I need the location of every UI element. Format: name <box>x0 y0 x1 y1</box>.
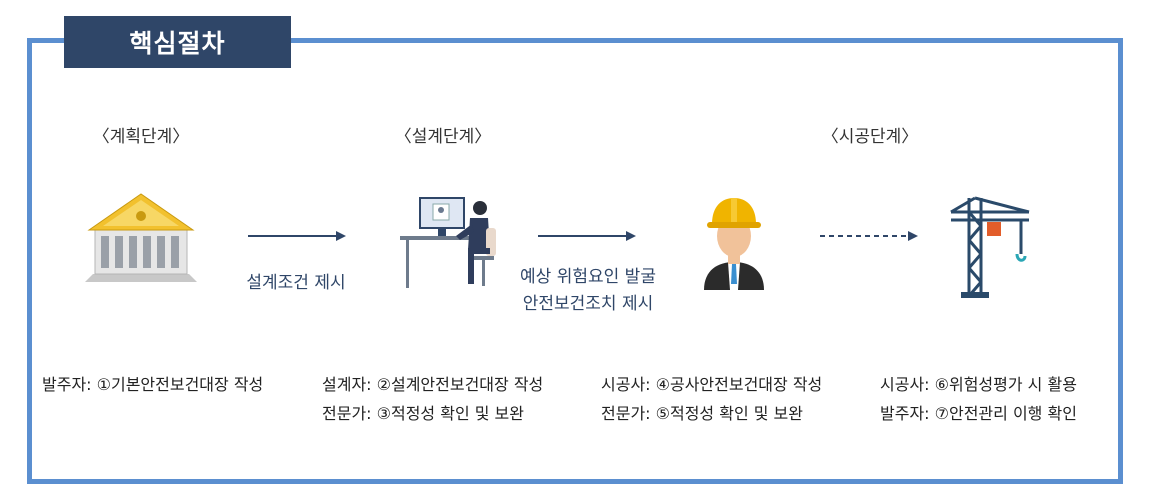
arrow-label-planning: 설계조건 제시 <box>246 270 345 297</box>
description-planning: 발주자: ①기본안전보건대장 작성 <box>42 370 263 399</box>
description-line: 시공사: ⑥위험성평가 시 활용 <box>880 375 1077 394</box>
tower-crane-icon <box>950 196 1030 298</box>
arrow-label-design: 예상 위험요인 발굴 안전보건조치 제시 <box>520 264 656 318</box>
government-building-icon <box>85 193 197 282</box>
arrow-label-line: 예상 위험요인 발굴 <box>520 267 656 287</box>
procedure-frame <box>27 38 1123 484</box>
description-line: 발주자: ⑦안전관리 이행 확인 <box>880 404 1077 423</box>
section-title-badge: 핵심절차 <box>64 16 291 68</box>
description-construction: 시공사: ④공사안전보건대장 작성 전문가: ⑤적정성 확인 및 보완 <box>601 370 822 428</box>
dashed-arrow-construction-to-crane <box>820 231 918 241</box>
stage-label-planning: 〈계획단계〉 <box>92 127 190 147</box>
arrow-planning-to-design <box>248 231 346 241</box>
description-line: 전문가: ③적정성 확인 및 보완 <box>322 404 524 423</box>
arrow-label-line: 안전보건조치 제시 <box>522 294 654 314</box>
description-line: 설계자: ②설계안전보건대장 작성 <box>322 375 544 394</box>
stage-label-construction: 〈시공단계〉 <box>821 127 919 147</box>
description-line: 발주자: ①기본안전보건대장 작성 <box>42 375 264 394</box>
construction-worker-icon <box>704 198 764 290</box>
description-line: 시공사: ④공사안전보건대장 작성 <box>601 375 823 394</box>
description-design: 설계자: ②설계안전보건대장 작성 전문가: ③적정성 확인 및 보완 <box>322 370 543 428</box>
designer-at-computer-icon <box>400 197 496 288</box>
description-crane: 시공사: ⑥위험성평가 시 활용 발주자: ⑦안전관리 이행 확인 <box>880 370 1077 428</box>
description-line: 전문가: ⑤적정성 확인 및 보완 <box>601 404 803 423</box>
arrow-design-to-construction <box>538 231 636 241</box>
arrow-label-line: 설계조건 제시 <box>246 273 346 293</box>
stage-label-design: 〈설계단계〉 <box>394 127 492 147</box>
